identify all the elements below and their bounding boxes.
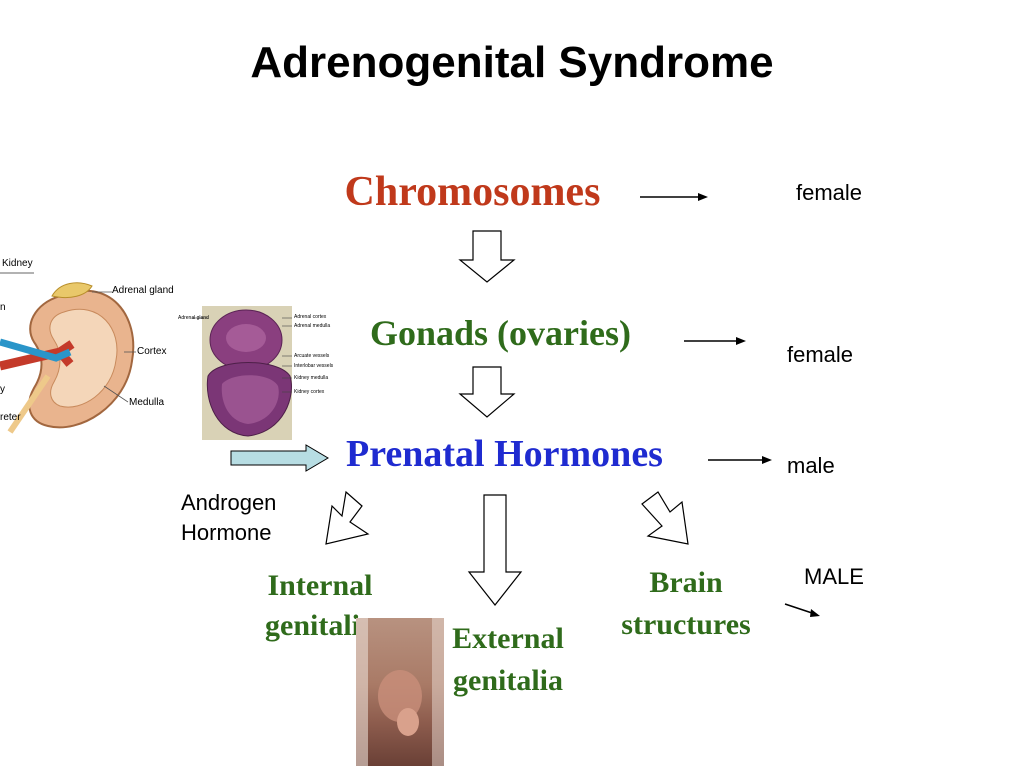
clinical-photo xyxy=(356,618,444,766)
brain-result-arrow xyxy=(784,603,820,617)
adrenal-histology-image: Adrenal cortex Adrenal medulla Arcuate v… xyxy=(178,306,350,440)
adrenal-gland-label: Adrenal gland xyxy=(112,285,174,296)
hormones-result: male xyxy=(787,453,835,478)
hormones-result-arrow xyxy=(708,456,772,464)
histology-label-adrenal-cortex: Adrenal cortex xyxy=(294,314,327,320)
down-arrow-2 xyxy=(458,366,516,418)
androgen-hormone-label: Androgen Hormone xyxy=(181,490,277,545)
branch-arrow-internal xyxy=(325,490,370,545)
branch-arrow-external xyxy=(467,494,523,606)
down-arrow-1 xyxy=(458,230,516,283)
histology-label-arcuate-vessels: Arcuate vessels xyxy=(294,353,330,359)
kidney-diagram: Kidney Adrenal gland Cortex Medulla n y … xyxy=(0,256,175,436)
chromosomes-label: Chromosomes xyxy=(344,169,601,215)
kidney-partial-label-reter: reter xyxy=(0,412,21,423)
brain-structures-label: Brain structures xyxy=(621,566,751,641)
prenatal-hormones-label: Prenatal Hormones xyxy=(346,433,663,475)
gonads-result: female xyxy=(787,342,854,367)
histology-label-adrenal-medulla: Adrenal medulla xyxy=(294,323,331,329)
chromosomes-result-arrow xyxy=(640,193,708,201)
branch-arrow-brain xyxy=(641,491,689,545)
histology-label-kidney-cortex: Kidney cortex xyxy=(294,389,325,395)
chromosomes-result: female xyxy=(796,180,863,205)
gonads-result-arrow xyxy=(684,337,746,345)
gonads-label: Gonads (ovaries) xyxy=(370,313,631,353)
kidney-label: Kidney xyxy=(2,258,33,269)
kidney-partial-label-n: n xyxy=(0,302,6,313)
histology-label-adrenal-gland: Adrenal gland xyxy=(178,315,209,321)
kidney-partial-label-y: y xyxy=(0,384,5,395)
brain-result: MALE xyxy=(804,564,864,589)
slide-title: Adrenogenital Syndrome xyxy=(250,38,774,87)
external-genitalia-label: External genitalia xyxy=(452,622,564,697)
histology-label-interlobar-vessels: Interlobar vessels xyxy=(294,363,334,369)
cortex-label: Cortex xyxy=(137,346,167,357)
androgen-input-arrow xyxy=(230,444,329,472)
medulla-label: Medulla xyxy=(129,397,165,408)
histology-label-kidney-medulla: Kidney medulla xyxy=(294,375,329,381)
